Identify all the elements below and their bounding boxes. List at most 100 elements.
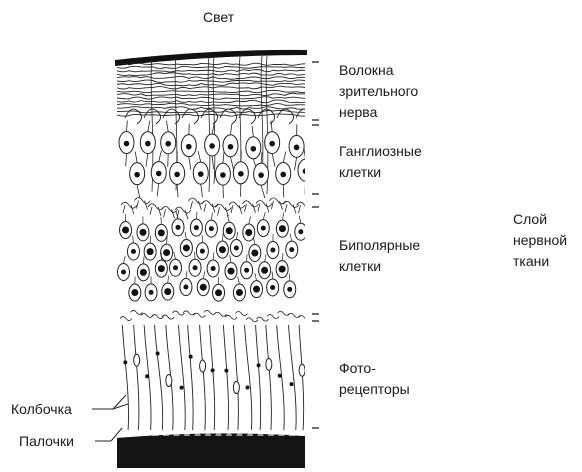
- bipolar-process: [290, 234, 292, 242]
- rod-cell: [245, 325, 252, 430]
- pigment-cell: [153, 432, 159, 436]
- fiber-curl: [258, 109, 275, 124]
- bipolar-nucleus: [219, 246, 226, 253]
- bipolar-nucleus: [193, 265, 198, 270]
- cone-body: [266, 358, 272, 370]
- bipolar-nucleus: [164, 288, 171, 295]
- ganglion-nucleus: [280, 172, 286, 178]
- bipolar-nucleus: [140, 269, 147, 276]
- pigment-cell: [237, 432, 243, 436]
- fiber-curl: [182, 109, 199, 124]
- rod-nucleus: [156, 351, 160, 355]
- rod-nucleus: [123, 360, 127, 364]
- ganglion-nucleus: [165, 141, 171, 147]
- pigment-cell: [289, 432, 295, 436]
- outer-synapse: [215, 312, 227, 316]
- pigment-cell: [195, 432, 201, 436]
- bipolar-nucleus: [200, 249, 205, 254]
- outer-synapse: [257, 317, 269, 321]
- ganglion-process: [230, 157, 233, 170]
- rod-nucleus: [278, 374, 282, 378]
- bipolar-process: [282, 253, 283, 261]
- pigment-cell: [174, 432, 180, 436]
- outer-synapse: [246, 318, 258, 322]
- bipolar-process: [236, 232, 237, 240]
- bipolar-nucleus: [270, 285, 275, 290]
- rod-cell: [200, 325, 206, 430]
- ganglion-nucleus: [209, 143, 215, 149]
- outer-synapse: [278, 311, 290, 315]
- cone-body: [166, 374, 172, 386]
- inner-membrane: [115, 50, 307, 66]
- bipolar-nucleus: [253, 286, 260, 293]
- bipolar-nucleus: [158, 265, 165, 272]
- ganglion-process: [168, 154, 169, 167]
- ganglion-process: [295, 157, 297, 170]
- bipolar-nucleus: [279, 266, 286, 273]
- nerve-fiber: [117, 63, 309, 65]
- bipolar-process: [195, 252, 196, 260]
- ganglion-process: [189, 157, 191, 170]
- ganglion-process: [272, 154, 275, 167]
- bipolar-nucleus: [173, 265, 178, 270]
- bipolar-nucleus: [298, 229, 303, 234]
- outer-synapse: [236, 311, 248, 315]
- bipolar-nucleus: [149, 290, 154, 295]
- ganglion-process: [126, 154, 127, 167]
- nerve-fiber: [117, 100, 309, 103]
- bipolar-nucleus: [183, 285, 188, 290]
- nerve-fiber: [117, 107, 309, 110]
- bipolar-nucleus: [176, 225, 181, 230]
- ganglion-nucleus: [124, 141, 130, 147]
- ganglion-nucleus: [238, 171, 244, 177]
- rod-cell: [233, 325, 238, 430]
- pigment-cell: [205, 432, 211, 436]
- photoreceptor-label: Фото- рецепторы: [339, 358, 410, 400]
- bipolar-nucleus: [228, 268, 235, 275]
- bipolar-nucleus: [183, 244, 190, 251]
- bipolar-process: [174, 252, 176, 260]
- nerve-fiber: [117, 97, 309, 100]
- nerve-fiber: [117, 93, 309, 95]
- bipolar-nucleus: [122, 227, 129, 234]
- bipolar-nucleus: [261, 267, 268, 274]
- cone-body: [134, 354, 140, 366]
- rod-nucleus: [189, 355, 193, 359]
- layer-tick-marks: [312, 62, 319, 428]
- outer-synapse: [225, 315, 237, 319]
- synapse-tuft: [216, 204, 232, 216]
- rod-cell: [155, 325, 163, 430]
- synapse-tuft: [243, 201, 259, 213]
- bipolar-nucleus: [289, 247, 294, 252]
- bipolar-nucleus: [279, 225, 286, 232]
- ganglion-nucleus: [294, 145, 300, 151]
- rod-nucleus: [180, 386, 184, 390]
- rod-cell: [188, 325, 193, 430]
- outer-synapse: [152, 315, 164, 319]
- bipolar-nucleus: [209, 226, 214, 231]
- ganglion-nucleus: [186, 144, 192, 150]
- outer-synapse: [288, 313, 300, 317]
- pigment-cell: [216, 432, 222, 436]
- ganglion-process: [261, 152, 262, 163]
- bipolar-nucleus: [131, 249, 136, 254]
- bipolar-process: [299, 216, 301, 224]
- bipolar-process: [238, 276, 240, 284]
- ganglion-process: [223, 185, 224, 198]
- outer-synapse: [173, 311, 185, 315]
- pigment-cell: [132, 432, 138, 436]
- rod-cell: [210, 325, 215, 430]
- ganglion-process: [252, 126, 253, 137]
- neural-layer-label: Слой нервной ткани: [513, 209, 567, 272]
- bipolar-nucleus: [131, 289, 138, 296]
- ganglion-cells: [119, 121, 313, 199]
- ganglion-process: [137, 185, 139, 198]
- pigment-cell: [142, 432, 148, 436]
- bipolar-cells: [118, 211, 307, 301]
- bipolar-process: [185, 232, 186, 240]
- bipolar-nucleus: [211, 266, 216, 271]
- pigment-cell: [279, 432, 285, 436]
- pigment-band: [117, 433, 305, 472]
- ganglion-process: [135, 152, 137, 163]
- ganglion-process: [223, 152, 224, 163]
